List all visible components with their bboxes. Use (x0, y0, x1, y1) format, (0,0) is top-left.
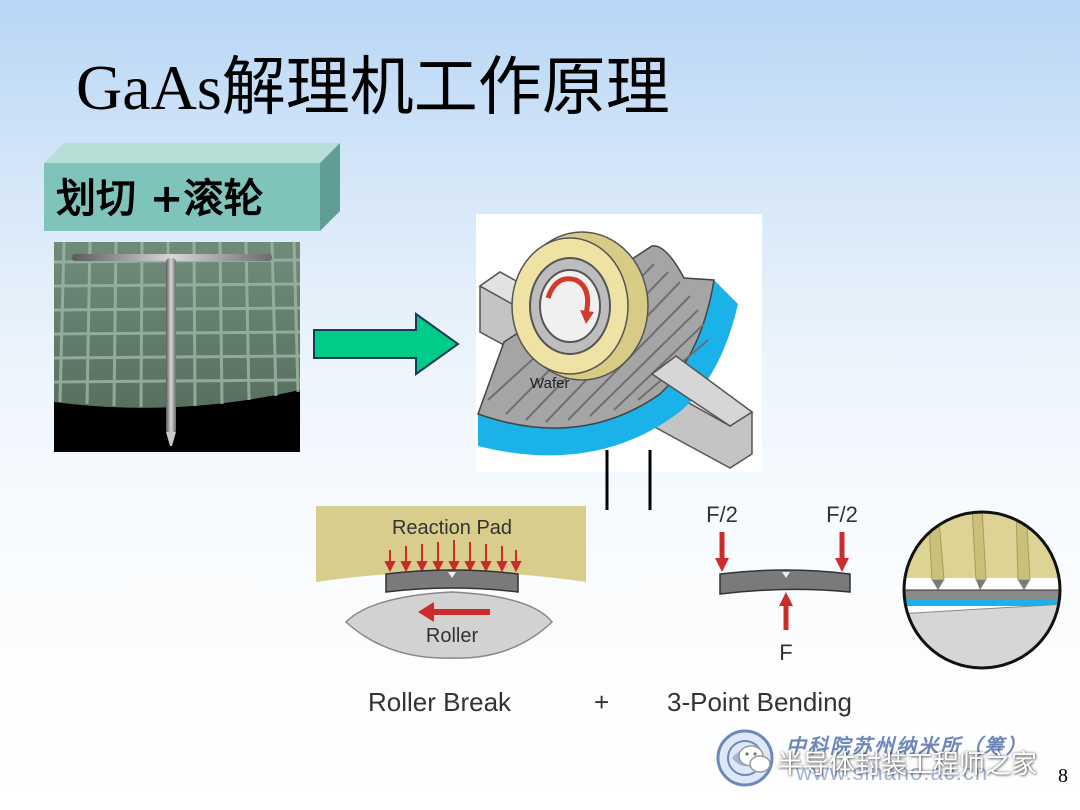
wechat-icon (738, 745, 771, 773)
institute-url: www.sinano.ac.cn (796, 760, 989, 785)
wafer-label: Wafer (530, 375, 569, 392)
page-number: 8 (1058, 765, 1068, 787)
wafer-roller-figure: Wafer (476, 214, 762, 472)
slide-title: GaAs解理机工作原理 (76, 52, 670, 123)
figure-connector-lines (605, 450, 652, 510)
institute-logo-text: 中科院苏州纳米所（筹） (786, 734, 1028, 758)
force-center-label: F (779, 640, 792, 665)
flow-arrow (313, 312, 460, 376)
reaction-pad-label: Reaction Pad (392, 517, 512, 539)
force-half-right-label: F/2 (826, 502, 858, 527)
three-point-bending-diagram: F/2 F/2 F (706, 502, 858, 665)
caption-three-point-bending: 3-Point Bending (667, 687, 853, 717)
caption-roller-break: Roller Break (368, 687, 512, 717)
section-label-text: 划切 +滚轮 (56, 176, 264, 222)
roller-break-diagram: Reaction Pad Roller (316, 506, 586, 659)
force-half-left-label: F/2 (706, 502, 738, 527)
zoom-detail-view (902, 510, 1062, 670)
roller-label: Roller (426, 625, 479, 647)
scribe-tool-photo (54, 242, 300, 452)
watermark-text: 半导体封装工程师之家 (777, 750, 1038, 780)
section-label-box (44, 143, 340, 231)
caption-plus: + (594, 687, 610, 717)
section-label: 划切 +滚轮 (44, 143, 340, 231)
